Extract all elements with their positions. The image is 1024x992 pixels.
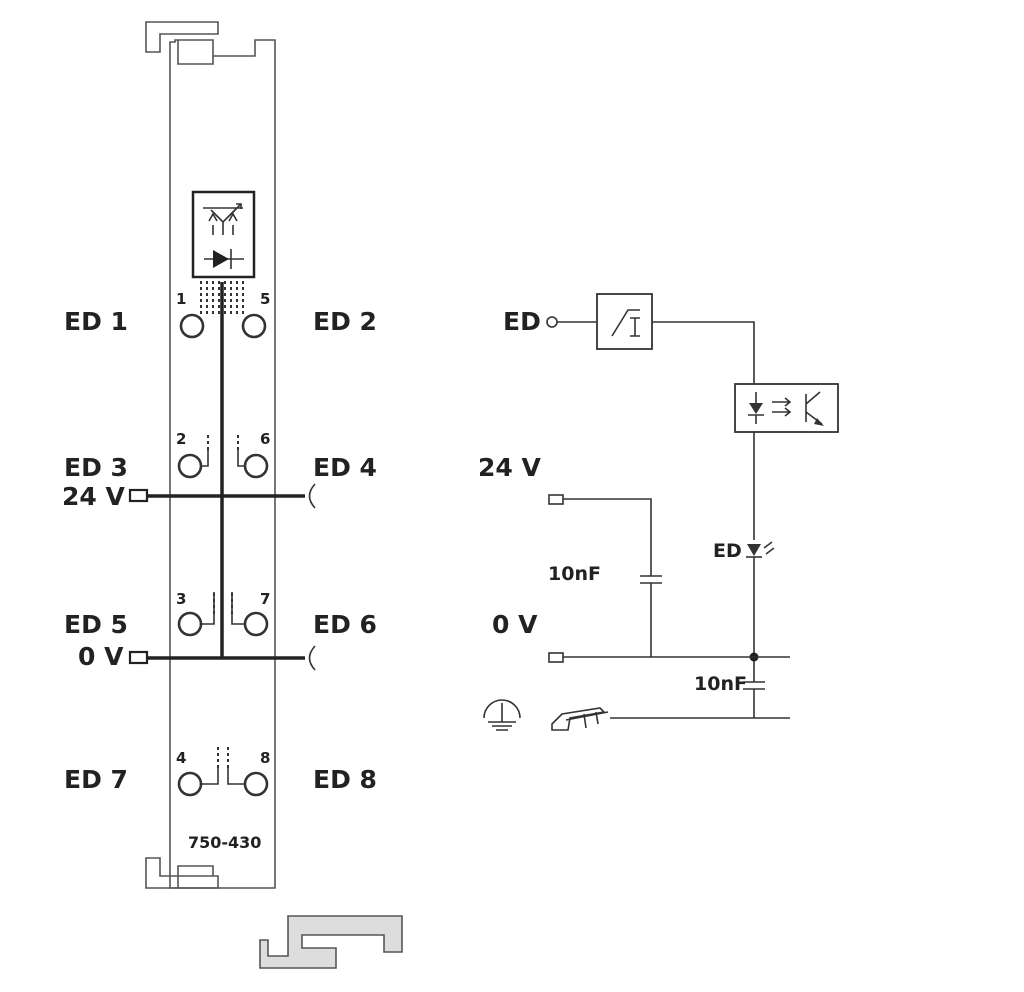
schematic-supply-minus: 0 V — [492, 610, 538, 639]
channel-label-ed5: ED 5 — [64, 610, 128, 639]
input-schematic — [483, 293, 839, 731]
terminal-row-1 — [179, 313, 267, 339]
schematic-supply-plus: 24 V — [478, 453, 541, 482]
module-housing — [145, 21, 276, 889]
terminal-row-3 — [177, 592, 269, 637]
pin-number-1: 1 — [176, 290, 186, 308]
channel-label-ed7: ED 7 — [64, 765, 128, 794]
channel-label-ed2: ED 2 — [313, 307, 377, 336]
terminal-row-2 — [177, 432, 269, 479]
pin-number-6: 6 — [260, 430, 270, 448]
supply-label-0v: 0 V — [78, 642, 124, 671]
channel-label-ed6: ED 6 — [313, 610, 377, 639]
pin-number-3: 3 — [176, 590, 186, 608]
terminal-row-4 — [177, 744, 269, 797]
schematic-input-label: ED — [503, 307, 541, 336]
status-led-label: ED — [713, 540, 742, 562]
supply-rail-24v — [128, 483, 316, 509]
channel-label-ed1: ED 1 — [64, 307, 128, 336]
channel-label-ed3: ED 3 — [64, 453, 128, 482]
capacitor-label-1: 10nF — [548, 563, 601, 585]
capacitor-label-2: 10nF — [694, 673, 747, 695]
model-number: 750-430 — [188, 833, 261, 852]
pin-number-5: 5 — [260, 290, 270, 308]
supply-label-24v: 24 V — [62, 482, 125, 511]
din-rail-foot — [259, 915, 403, 969]
pin-number-2: 2 — [176, 430, 186, 448]
pin-number-8: 8 — [260, 749, 270, 767]
supply-rail-0v — [128, 645, 316, 671]
channel-label-ed4: ED 4 — [313, 453, 377, 482]
channel-label-ed8: ED 8 — [313, 765, 377, 794]
pin-number-4: 4 — [176, 749, 186, 767]
status-indicator-box — [191, 190, 256, 316]
pin-number-7: 7 — [260, 590, 270, 608]
